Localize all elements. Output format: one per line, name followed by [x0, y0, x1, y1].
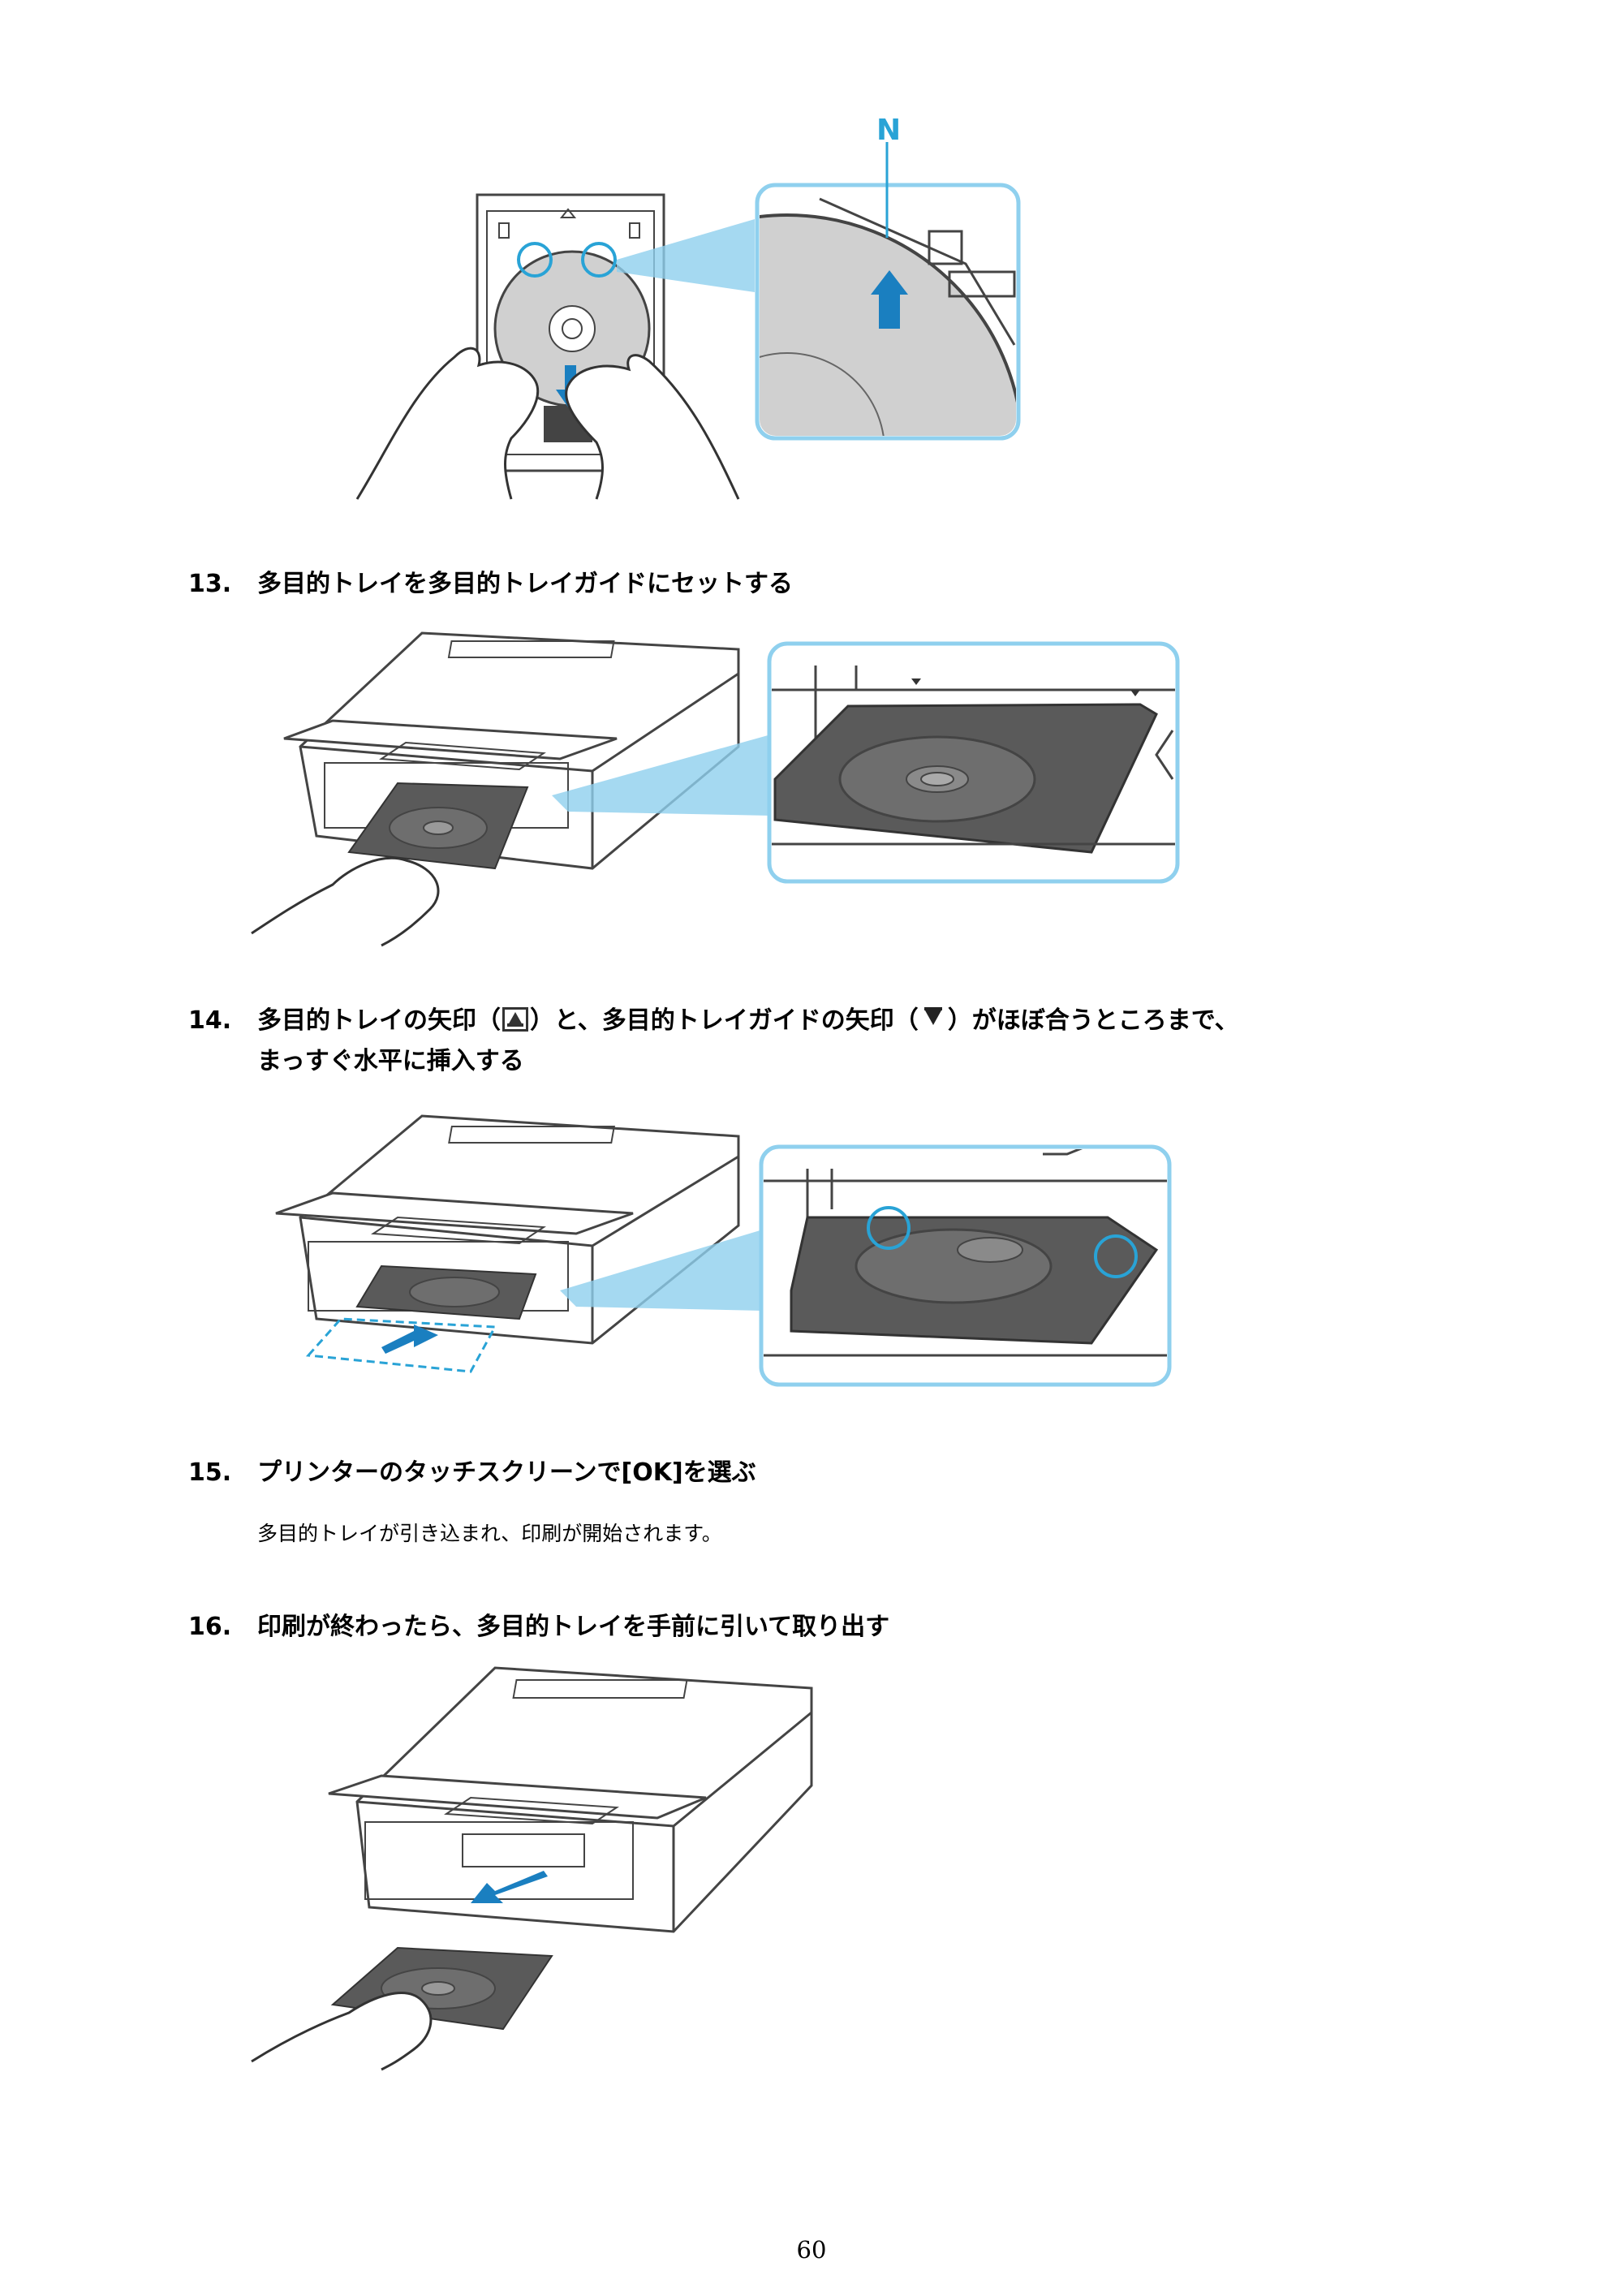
zoom-connector — [552, 734, 771, 816]
step-15: 15. プリンターのタッチスクリーンで[OK]を選ぶ — [188, 1453, 756, 1493]
callout-label-n: N — [876, 114, 902, 147]
step-text: 印刷が終わったら、多目的トレイを手前に引いて取り出す — [257, 1613, 890, 1641]
step-number: 13. — [188, 570, 232, 598]
guide-arrow-down-icon — [919, 1007, 946, 1032]
printer-tray-remove-illustration — [251, 1666, 813, 2071]
zoom-connector — [617, 219, 755, 292]
step-text: 多目的トレイを多目的トレイガイドにセットする — [257, 570, 793, 598]
step-number: 15. — [188, 1458, 232, 1487]
step-text-part1: 多目的トレイの矢印（ — [257, 1006, 501, 1035]
step-text-part3: ）がほぼ合うところまで、 — [947, 1006, 1239, 1035]
step-16: 16. 印刷が終わったら、多目的トレイを手前に引いて取り出す — [188, 1607, 889, 1648]
tray-guide-zoom-callout — [767, 641, 1180, 884]
step-14: 14. 多目的トレイの矢印（ ）と、多目的トレイガイドの矢印（ ）がほぼ合うところまで… — [188, 1001, 1239, 1082]
tray-arrow-up-icon — [502, 1007, 528, 1032]
step-text-line2: まっすぐ水平に挿入する — [257, 1047, 524, 1075]
step-text-part2: ）と、多目的トレイガイドの矢印（ — [530, 1006, 919, 1035]
page-number: 60 — [796, 2236, 827, 2264]
step-number: 16. — [188, 1613, 232, 1641]
step-number: 14. — [188, 1006, 232, 1035]
zoom-connector — [560, 1230, 763, 1311]
callout-pointer-line — [885, 142, 889, 238]
step-text: プリンターのタッチスクリーンで[OK]を選ぶ — [257, 1458, 756, 1487]
arrow-alignment-zoom-callout — [759, 1144, 1172, 1387]
step-15-description: 多目的トレイが引き込まれ、印刷が開始されます。 — [257, 1522, 722, 1545]
disc-tray-illustration — [355, 193, 740, 500]
latch-zoom-callout — [755, 183, 1021, 441]
step-13: 13. 多目的トレイを多目的トレイガイドにセットする — [188, 564, 793, 605]
